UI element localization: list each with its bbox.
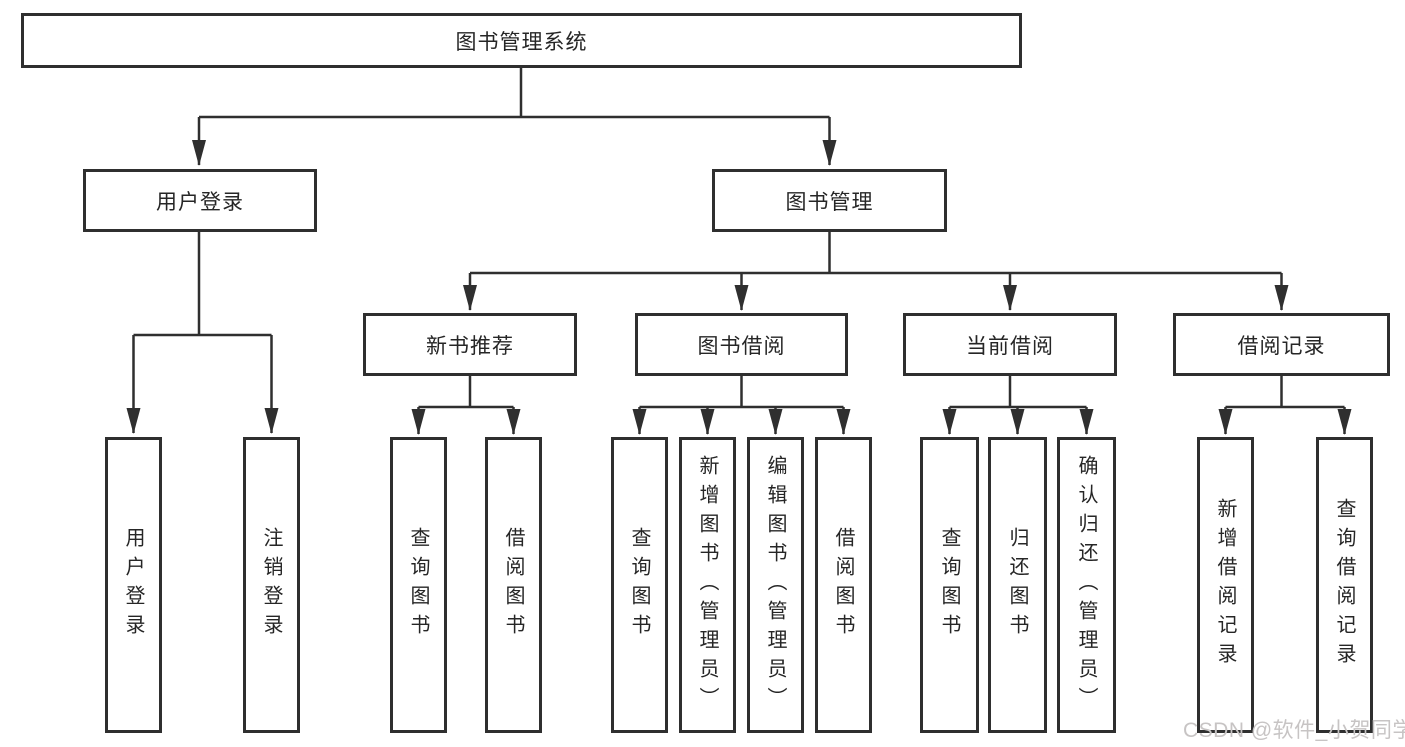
node-borrow-records-label: 借阅记录 — [1237, 334, 1326, 358]
wire-newbook-to-leaves — [411, 376, 521, 435]
wire-currentborrow-to-leaves — [942, 376, 1094, 435]
wire-userlogin-to-leaves — [126, 232, 279, 434]
leaf-borrow-borrow-books: 借阅图书 — [815, 437, 872, 733]
leaf-newbook-borrow-books-label: 借阅图书 — [502, 527, 524, 643]
leaf-borrow-add-books-admin-label: 新增图书（管理员） — [696, 454, 718, 716]
leaf-borrow-borrow-books-label: 借阅图书 — [832, 527, 854, 643]
leaf-user-login: 用户登录 — [105, 437, 162, 733]
leaf-current-return-books-label: 归还图书 — [1006, 527, 1028, 643]
node-book-borrow: 图书借阅 — [635, 313, 848, 376]
node-current-borrow: 当前借阅 — [903, 313, 1117, 376]
leaf-borrow-edit-books-admin-label: 编辑图书（管理员） — [764, 454, 786, 716]
node-user-login-label: 用户登录 — [156, 190, 244, 214]
node-book-borrow-label: 图书借阅 — [697, 334, 786, 358]
node-book-management-label: 图书管理 — [785, 190, 874, 214]
leaf-borrow-edit-books-admin: 编辑图书（管理员） — [747, 437, 804, 733]
leaf-records-query-record: 查询借阅记录 — [1316, 437, 1373, 733]
leaf-borrow-query-books: 查询图书 — [611, 437, 668, 733]
leaf-current-return-books: 归还图书 — [988, 437, 1047, 733]
leaf-borrow-query-books-label: 查询图书 — [628, 527, 650, 643]
leaf-logout: 注销登录 — [243, 437, 300, 733]
leaf-records-query-record-label: 查询借阅记录 — [1333, 498, 1355, 672]
leaf-newbook-borrow-books: 借阅图书 — [485, 437, 542, 733]
node-root-label: 图书管理系统 — [455, 30, 588, 54]
leaf-current-query-books: 查询图书 — [920, 437, 979, 733]
leaf-records-add-record-label: 新增借阅记录 — [1214, 498, 1236, 672]
wire-bookmgmt-to-level3 — [463, 232, 1289, 311]
node-new-book-recommend-label: 新书推荐 — [426, 334, 514, 358]
wire-bookborrow-to-leaves — [632, 376, 851, 435]
leaf-user-login-label: 用户登录 — [122, 527, 144, 643]
node-new-book-recommend: 新书推荐 — [363, 313, 577, 376]
leaf-current-confirm-return-admin: 确认归还（管理员） — [1057, 437, 1116, 733]
node-borrow-records: 借阅记录 — [1173, 313, 1390, 376]
leaf-logout-label: 注销登录 — [260, 527, 282, 643]
node-current-borrow-label: 当前借阅 — [966, 334, 1054, 358]
wire-root-to-level2 — [192, 68, 837, 166]
node-root: 图书管理系统 — [21, 13, 1022, 68]
csdn-watermark: CSDN @软件_小贺同学 — [1183, 719, 1405, 742]
leaf-current-query-books-label: 查询图书 — [938, 527, 960, 643]
node-user-login: 用户登录 — [83, 169, 317, 232]
leaf-newbook-query-books: 查询图书 — [390, 437, 447, 733]
leaf-borrow-add-books-admin: 新增图书（管理员） — [679, 437, 736, 733]
leaf-records-add-record: 新增借阅记录 — [1197, 437, 1254, 733]
leaf-newbook-query-books-label: 查询图书 — [407, 527, 429, 643]
node-book-management: 图书管理 — [712, 169, 947, 232]
leaf-current-confirm-return-admin-label: 确认归还（管理员） — [1075, 454, 1097, 716]
wire-borrowrecords-to-leaves — [1218, 376, 1352, 435]
